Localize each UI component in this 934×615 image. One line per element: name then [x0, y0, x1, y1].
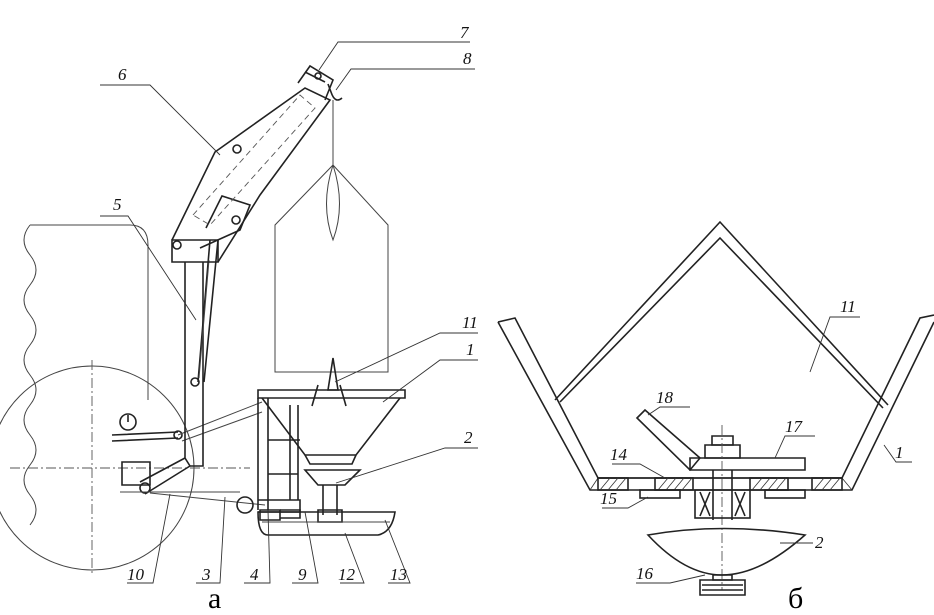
callout-1: 1: [466, 340, 475, 359]
callout-5: 5: [113, 195, 122, 214]
callout-7: 7: [460, 23, 470, 42]
callout-12: 12: [338, 565, 356, 584]
figure-b-drawing: [497, 220, 934, 596]
callout-b-14: 14: [610, 445, 628, 464]
callout-b-2: 2: [815, 533, 824, 552]
callout-6: 6: [118, 65, 127, 84]
figure-b-caption: б: [788, 582, 803, 615]
callout-b-15: 15: [600, 489, 617, 508]
callout-b-18: 18: [656, 388, 674, 407]
callout-3: 3: [201, 565, 211, 584]
callout-10: 10: [127, 565, 145, 584]
figure-a-caption: а: [208, 582, 221, 615]
figure-a-drawing: [0, 41, 478, 584]
callout-b-17: 17: [785, 417, 804, 436]
callout-9: 9: [298, 565, 307, 584]
callout-2: 2: [464, 428, 473, 447]
callout-8: 8: [463, 49, 472, 68]
callout-b-11: 11: [840, 297, 856, 316]
callout-b-1: 1: [895, 443, 904, 462]
callout-b-16: 16: [636, 564, 654, 583]
callout-4: 4: [250, 565, 259, 584]
callout-13: 13: [390, 565, 407, 584]
callout-11: 11: [462, 313, 478, 332]
